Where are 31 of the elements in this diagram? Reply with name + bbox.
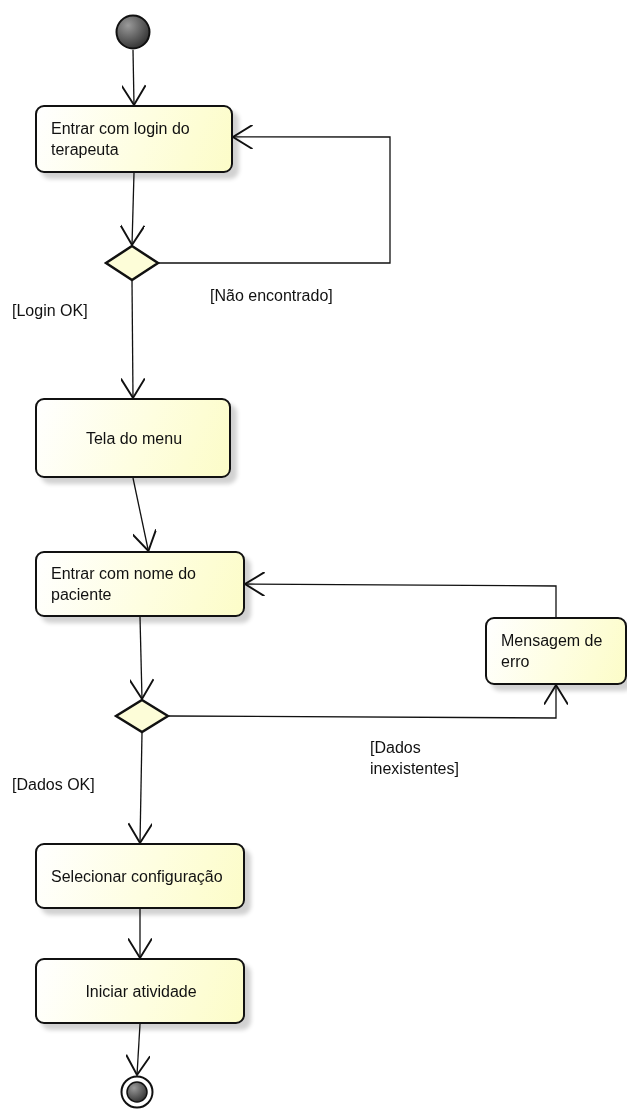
guard-label: [Dados OK] bbox=[12, 775, 96, 795]
action-text: Iniciar atividade bbox=[85, 981, 197, 1002]
action-box bbox=[35, 551, 245, 617]
arrow bbox=[127, 908, 153, 959]
arrow bbox=[244, 571, 557, 618]
action-text: Entrar com nome do paciente bbox=[51, 564, 197, 605]
arrow bbox=[128, 616, 155, 700]
action-box bbox=[35, 105, 233, 173]
start-node-circle bbox=[115, 14, 151, 50]
guard-label: [Não encontrado] bbox=[210, 286, 334, 306]
action-text: Entrar com login do terapeuta bbox=[51, 119, 191, 160]
decision-diamond bbox=[105, 245, 159, 281]
action-text: Mensagem de erro bbox=[501, 631, 604, 672]
arrow bbox=[119, 280, 146, 399]
end-node-circle bbox=[120, 1075, 154, 1109]
action-box bbox=[35, 398, 231, 478]
action-text: Tela do menu bbox=[85, 428, 183, 449]
arrow bbox=[158, 124, 391, 264]
action-box bbox=[485, 617, 627, 685]
arrow bbox=[119, 172, 146, 246]
arrow bbox=[125, 1023, 152, 1076]
action-box bbox=[35, 843, 245, 909]
action-box bbox=[35, 958, 245, 1024]
arrow bbox=[168, 684, 569, 719]
arrow bbox=[131, 477, 158, 552]
decision-diamond bbox=[115, 699, 169, 733]
action-text: Selecionar configuração bbox=[51, 866, 223, 887]
guard-label: [Login OK] bbox=[12, 301, 89, 321]
arrow bbox=[127, 732, 154, 844]
guard-label: [Dados inexistentes] bbox=[370, 738, 460, 779]
arrow bbox=[120, 49, 147, 106]
